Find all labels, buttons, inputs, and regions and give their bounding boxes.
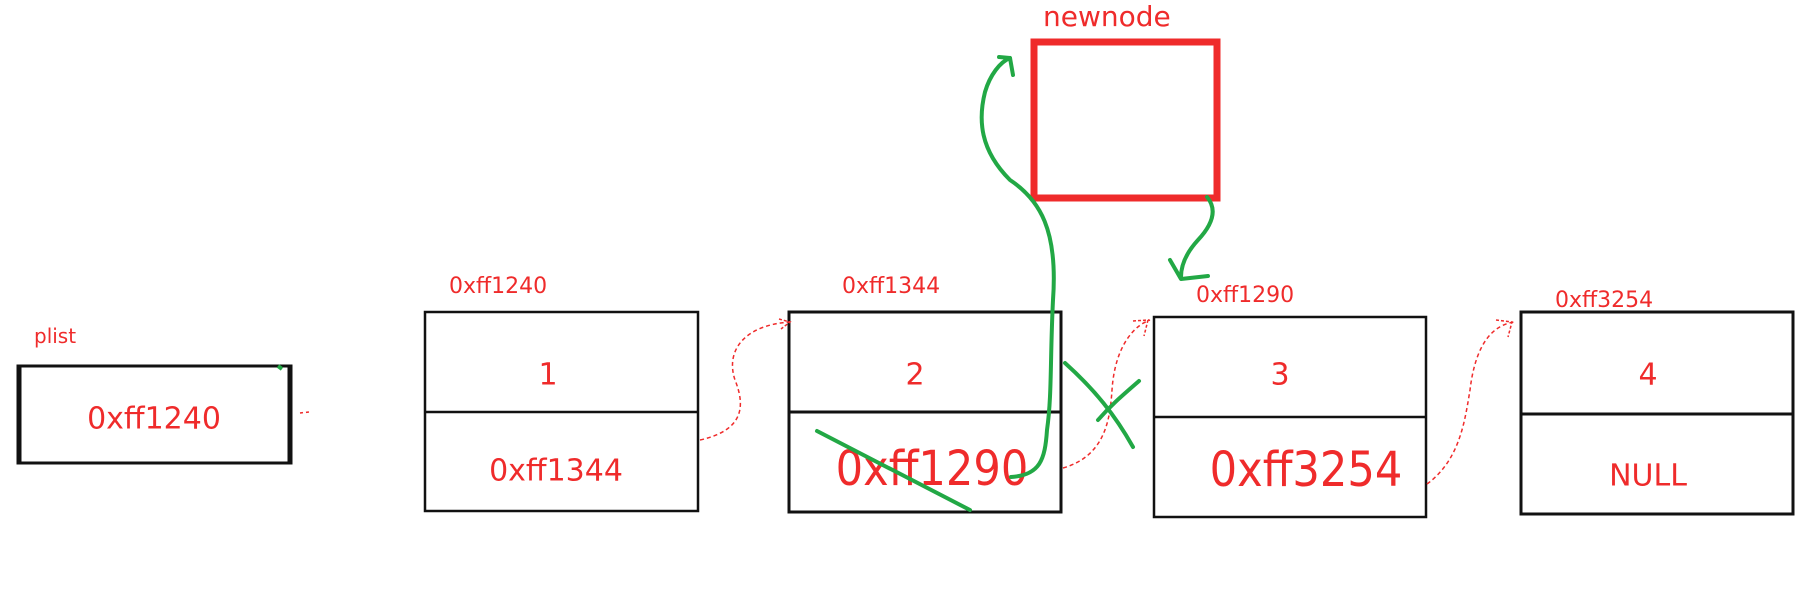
node-3-next: 0xff3254 — [1210, 442, 1403, 498]
link-node2-arrowhead — [1132, 319, 1149, 337]
cross-out-line-b — [1096, 379, 1141, 422]
node-4-next: NULL — [1609, 459, 1687, 494]
plist-red-dash — [299, 411, 310, 414]
green-arrowhead-node3 — [1168, 258, 1210, 281]
node-3-data: 3 — [1270, 358, 1289, 393]
node-4-data: 4 — [1638, 358, 1657, 393]
node-2-data: 2 — [905, 358, 924, 393]
green-link-node2-to-newnode — [979, 56, 1056, 479]
link-node3-to-node4 — [1426, 321, 1515, 485]
plist-green-mark — [276, 364, 284, 371]
green-link-newnode-to-node3 — [1179, 195, 1215, 279]
newnode-label: newnode — [1043, 0, 1171, 33]
link-node3-arrowhead — [1495, 319, 1513, 338]
node-2-address: 0xff1344 — [842, 274, 940, 299]
node-2-next: 0xff1290 — [836, 441, 1029, 497]
node-3-address: 0xff1290 — [1196, 283, 1294, 308]
node-4-address: 0xff3254 — [1555, 288, 1653, 313]
link-node2-to-node3-old — [1062, 319, 1151, 469]
cross-out-line-a — [1063, 361, 1135, 449]
plist-value: 0xff1240 — [87, 402, 221, 437]
node-1-address: 0xff1240 — [449, 274, 547, 299]
newnode-box — [1030, 38, 1221, 202]
green-arrowhead-newnode — [997, 55, 1015, 77]
link-node1-arrowhead — [778, 318, 792, 330]
node-1-next: 0xff1344 — [489, 454, 623, 489]
strike-through-old-next — [815, 429, 972, 512]
plist-label: plist — [34, 324, 76, 348]
link-node1-to-node2 — [699, 321, 791, 441]
node-1-data: 1 — [538, 358, 557, 393]
plist-box — [16, 364, 293, 465]
